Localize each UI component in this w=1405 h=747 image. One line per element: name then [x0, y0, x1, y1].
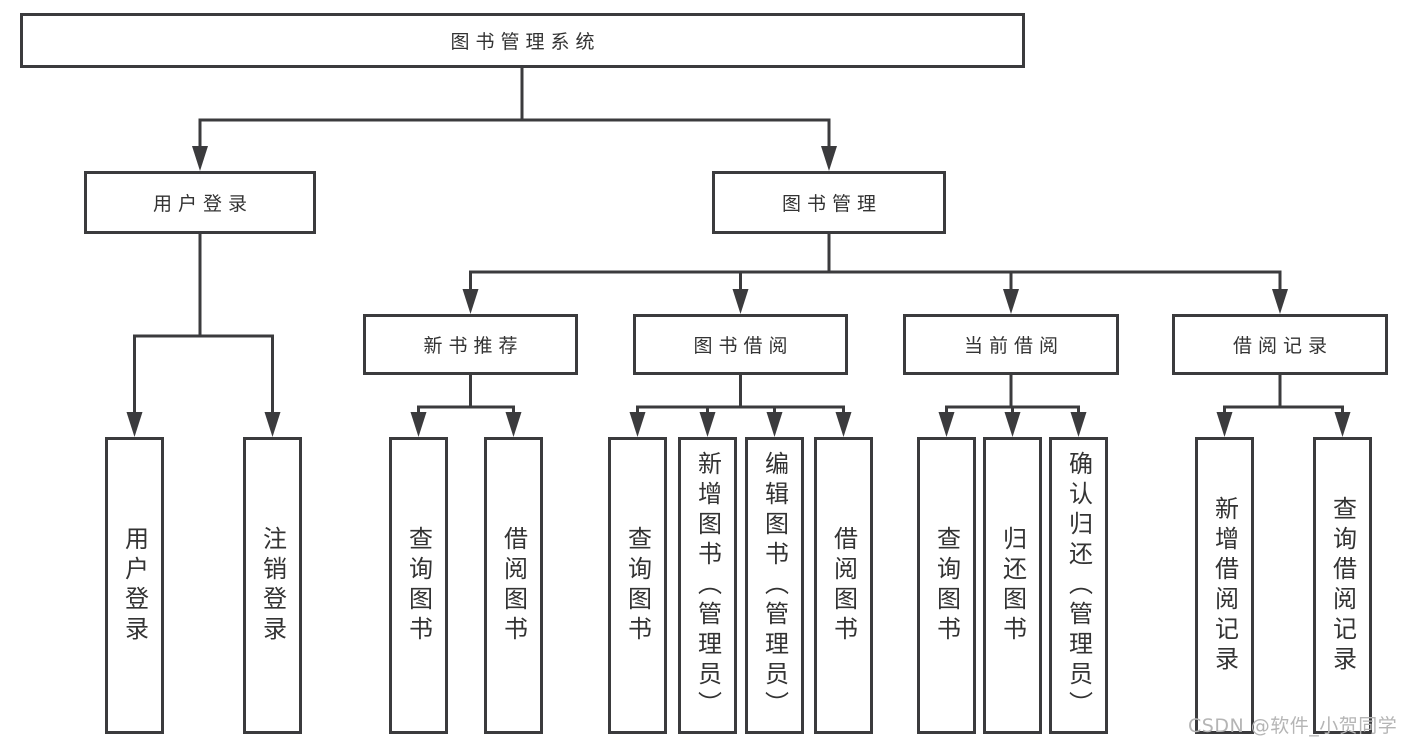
leaf-user-login: 用户登录 — [105, 437, 164, 734]
leaf-label: 查询图书 — [932, 525, 961, 646]
leaf-label: 借阅图书 — [829, 525, 858, 646]
node-current-borrow: 当前借阅 — [903, 314, 1119, 375]
arrowhead — [835, 412, 852, 437]
arrowhead — [1216, 412, 1233, 437]
node-borrow-records-label: 借阅记录 — [1232, 335, 1333, 357]
node-user-login-label: 用户登录 — [152, 193, 253, 215]
node-book-management: 图书管理 — [712, 171, 946, 234]
arrowhead — [1004, 412, 1021, 437]
csdn-watermark: CSDN @软件_小贺同学 — [1188, 715, 1398, 737]
leaf-add-books-admin: 新增图书（管理员） — [678, 437, 737, 734]
arrowhead — [1070, 412, 1087, 437]
leaf-query-borrow-record: 查询借阅记录 — [1313, 437, 1372, 734]
leaf-query-books: 查询图书 — [389, 437, 448, 734]
arrowhead — [821, 146, 837, 171]
node-root-label: 图书管理系统 — [450, 31, 601, 53]
arrowhead — [732, 289, 749, 314]
leaf-return-books: 归还图书 — [983, 437, 1042, 734]
connector-bookmgmt-to-sections — [469, 232, 1282, 297]
leaf-label: 查询图书 — [623, 525, 652, 646]
arrowhead — [505, 412, 522, 437]
leaf-confirm-return-admin: 确认归还（管理员） — [1049, 437, 1108, 734]
arrowhead — [629, 412, 646, 437]
arrowhead — [938, 412, 955, 437]
leaf-label: 确认归还（管理员） — [1064, 450, 1093, 721]
leaf-label: 归还图书 — [998, 525, 1027, 646]
leaf-add-borrow-record: 新增借阅记录 — [1195, 437, 1254, 734]
leaf-logout: 注销登录 — [243, 437, 302, 734]
connector-borrow-to-leaves — [636, 373, 845, 420]
leaf-borrow-books: 借阅图书 — [814, 437, 873, 734]
node-user-login: 用户登录 — [84, 171, 316, 234]
connector-newbook-to-leaves — [417, 373, 515, 420]
arrowhead — [699, 412, 716, 437]
arrowhead — [766, 412, 783, 437]
node-borrow-records: 借阅记录 — [1172, 314, 1388, 375]
leaf-label: 新增图书（管理员） — [693, 450, 722, 721]
leaf-label: 新增借阅记录 — [1210, 495, 1239, 676]
arrowhead — [192, 146, 208, 171]
connector-current-to-leaves — [945, 373, 1080, 420]
arrowhead — [410, 412, 427, 437]
connector-root-to-level2 — [198, 66, 831, 154]
node-root: 图书管理系统 — [20, 13, 1025, 68]
arrowhead — [1003, 289, 1019, 314]
node-book-management-label: 图书管理 — [781, 193, 882, 215]
arrowhead — [126, 412, 143, 437]
leaf-query-books: 查询图书 — [608, 437, 667, 734]
leaf-edit-books-admin: 编辑图书（管理员） — [745, 437, 804, 734]
leaf-label: 查询图书 — [404, 525, 433, 646]
arrowhead — [462, 289, 479, 314]
node-current-borrow-label: 当前借阅 — [963, 335, 1064, 357]
leaf-query-books: 查询图书 — [917, 437, 976, 734]
leaf-label: 查询借阅记录 — [1328, 495, 1357, 676]
leaf-label: 用户登录 — [120, 525, 149, 646]
node-new-book-recommend: 新书推荐 — [363, 314, 578, 375]
leaf-borrow-books: 借阅图书 — [484, 437, 543, 734]
node-book-borrow: 图书借阅 — [633, 314, 848, 375]
arrowhead — [1272, 289, 1288, 314]
arrowhead — [1334, 412, 1351, 437]
leaf-label: 编辑图书（管理员） — [760, 450, 789, 721]
leaf-label: 借阅图书 — [499, 525, 528, 646]
connector-userlogin-to-leaves — [133, 232, 274, 420]
node-book-borrow-label: 图书借阅 — [693, 335, 794, 357]
arrowhead — [264, 412, 281, 437]
connector-records-to-leaves — [1223, 373, 1344, 420]
leaf-label: 注销登录 — [258, 525, 287, 646]
node-new-book-recommend-label: 新书推荐 — [423, 335, 524, 357]
